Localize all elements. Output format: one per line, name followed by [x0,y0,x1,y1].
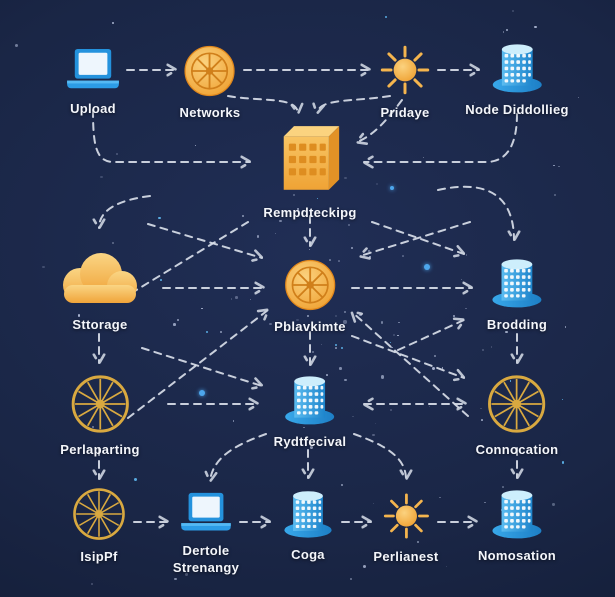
database-icon [488,486,546,541]
node-label: Upload [70,101,116,116]
node-nomosation: Nomosation [478,486,556,565]
building-icon [273,120,347,198]
database-icon [280,487,336,540]
edge-upload-sttorage [99,195,151,228]
node-node-diddollieg: Node Diddollieg [465,40,568,119]
node-label: Connocation [475,442,559,457]
node-perlaparting: Perlaparting [60,373,139,459]
node-label: Nomosation [477,548,557,563]
database-icon [488,255,546,310]
node-label: Rydtfecival [273,434,347,449]
node-label: Pblavkimte [274,319,346,334]
edge-rempdteckipg-brodding-diag [371,221,464,254]
node-label: Coga [291,547,325,562]
edge-node-diddollieg-rempdteckipg [364,113,518,162]
edge-pridaye-rempdteckipg-side [357,99,403,142]
edge-rydtfecival-perlianest [353,433,406,479]
node-rydtfecival: Rydtfecival [274,372,347,451]
edge-sttorage-rydtfecival-diag [141,347,262,386]
node-label: IsipPf [80,549,118,564]
node-pblavkimte: Pblavkimte [274,258,346,336]
node-label: Node Diddollieg [465,102,569,117]
node-label: Perlaparting [60,442,140,457]
sun-icon [380,490,432,542]
globe-icon [283,258,337,312]
globe-icon [183,44,237,98]
database-icon [281,372,339,427]
node-brodding: Brodding [487,255,547,334]
accent-dot [390,186,394,190]
wheel-icon [71,486,127,542]
edge-rydtfecival-brodding-diag [397,320,464,351]
edge-rydtfecival-dertole [210,433,267,481]
node-coga: Coga [280,487,336,564]
node-label: Brodding [486,317,548,332]
edge-node-diddollieg-brodding [437,185,514,240]
edge-networks-rempdteckipg-top [227,95,298,113]
edge-upload-rempdteckipg [92,109,250,162]
node-networks: Networks [180,44,241,122]
database-icon [488,40,546,95]
laptop-icon [62,48,124,94]
edge-cross-left-up [119,221,249,301]
node-sttorage: Sttorage [52,248,148,334]
edge-perlaparting-pblavkimte-diag [127,310,268,419]
node-perlianest: Perlianest [373,490,438,566]
node-isippf: IsipPf [71,486,127,566]
node-pridaye: Pridaye [377,42,433,122]
accent-dot [424,264,430,270]
wheel-icon [486,373,548,435]
wheel-icon [69,373,131,435]
node-rempdteckipg: Rempdteckipg [263,120,356,222]
node-connocation: Connocation [476,373,559,459]
node-label: Dertole Strenangy [172,543,240,575]
sun-icon [377,42,433,98]
accent-dot [199,390,205,396]
node-dertole-strenangy: Dertole Strenangy [160,492,252,576]
edge-networks-pblavkimte-diag [147,223,262,258]
edge-connocation-pblavkimte-diag [352,312,469,417]
node-label: Sttorage [72,317,128,332]
cloud-icon [52,248,148,310]
node-label: Networks [179,105,241,120]
edge-pridaye-pblavkimte-diag [360,221,471,256]
node-upload: Upload [62,48,124,118]
node-label: Rempdteckipg [263,205,357,220]
node-label: Perlianest [373,549,439,564]
laptop-icon [176,492,236,536]
edge-pblavkimte-connocation-diag [351,335,464,378]
node-label: Pridaye [380,105,430,120]
